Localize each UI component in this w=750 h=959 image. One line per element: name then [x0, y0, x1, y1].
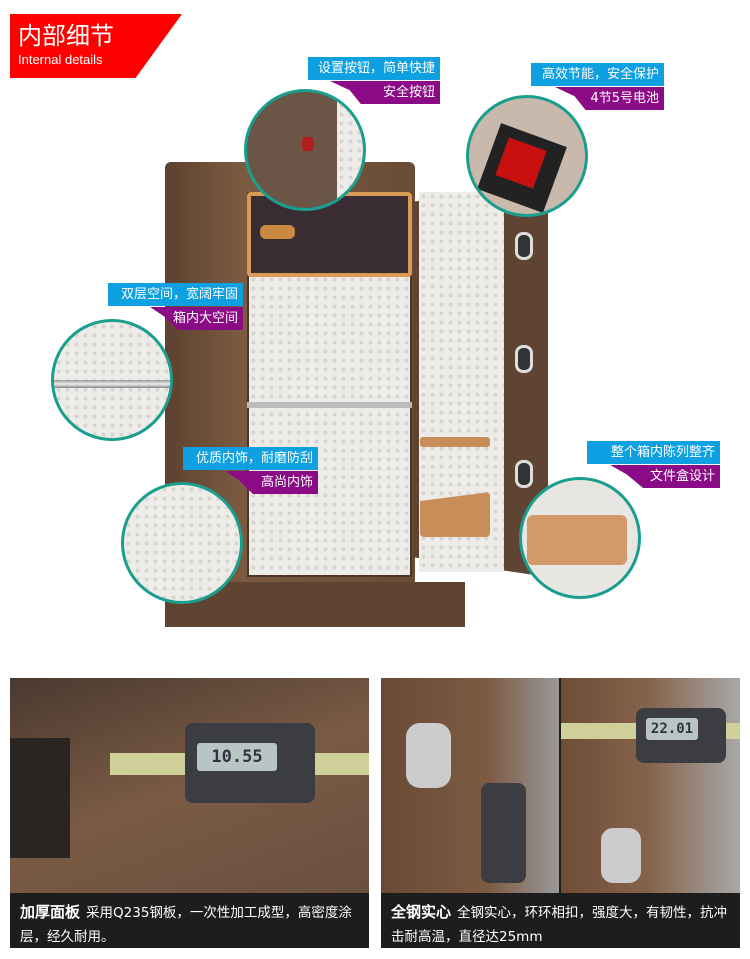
- callout-title: 整个箱内陈列整齐: [587, 441, 720, 464]
- detail-circle-battery: [466, 95, 588, 217]
- panel-text: 全钢实心，环环相扣，强度大，有韧性，抗冲击耐高温，直径达25mm: [391, 905, 728, 945]
- header-title-en: Internal details: [18, 52, 103, 67]
- callout-title: 设置按钮，简单快捷: [308, 57, 440, 80]
- detail-circle-shelf: [51, 319, 173, 441]
- bolt-photo: [381, 678, 559, 893]
- panel-heading: 全钢实心: [391, 903, 452, 921]
- caliper-readout: 10.55: [197, 743, 277, 771]
- detail-circle-button: [244, 89, 366, 211]
- detail-circle-file-box: [519, 477, 641, 599]
- callout-sub: 安全按钮: [330, 81, 440, 104]
- callout-sub: 4节5号电池: [555, 87, 664, 110]
- callout-title: 优质内饰，耐磨防刮: [183, 447, 318, 470]
- panel-text: 采用Q235钢板，一次性加工成型，高密度涂层，经久耐用。: [20, 905, 352, 945]
- callout-sub: 高尚内饰: [225, 471, 318, 494]
- panel-heading: 加厚面板: [20, 903, 81, 921]
- callout-sub: 箱内大空间: [150, 307, 243, 330]
- safe-image: [165, 162, 548, 632]
- callout-title: 高效节能，安全保护: [531, 63, 664, 86]
- header-title-cn: 内部细节: [18, 22, 114, 50]
- caliper-photo: 10.55: [10, 678, 369, 893]
- panel-solid-steel: 22.01 全钢实心全钢实心，环环相扣，强度大，有韧性，抗冲击耐高温，直径达25…: [381, 678, 740, 948]
- section-header: 内部细节 Internal details: [10, 14, 182, 78]
- caliper-readout: 22.01: [646, 718, 698, 740]
- bolt-caliper-photo: 22.01: [561, 678, 740, 893]
- panel-thick-face: 10.55 加厚面板采用Q235钢板，一次性加工成型，高密度涂层，经久耐用。: [10, 678, 369, 948]
- callout-sub: 文件盒设计: [610, 465, 720, 488]
- detail-circle-lining: [121, 482, 243, 604]
- callout-title: 双层空间，宽阔牢固: [108, 283, 243, 306]
